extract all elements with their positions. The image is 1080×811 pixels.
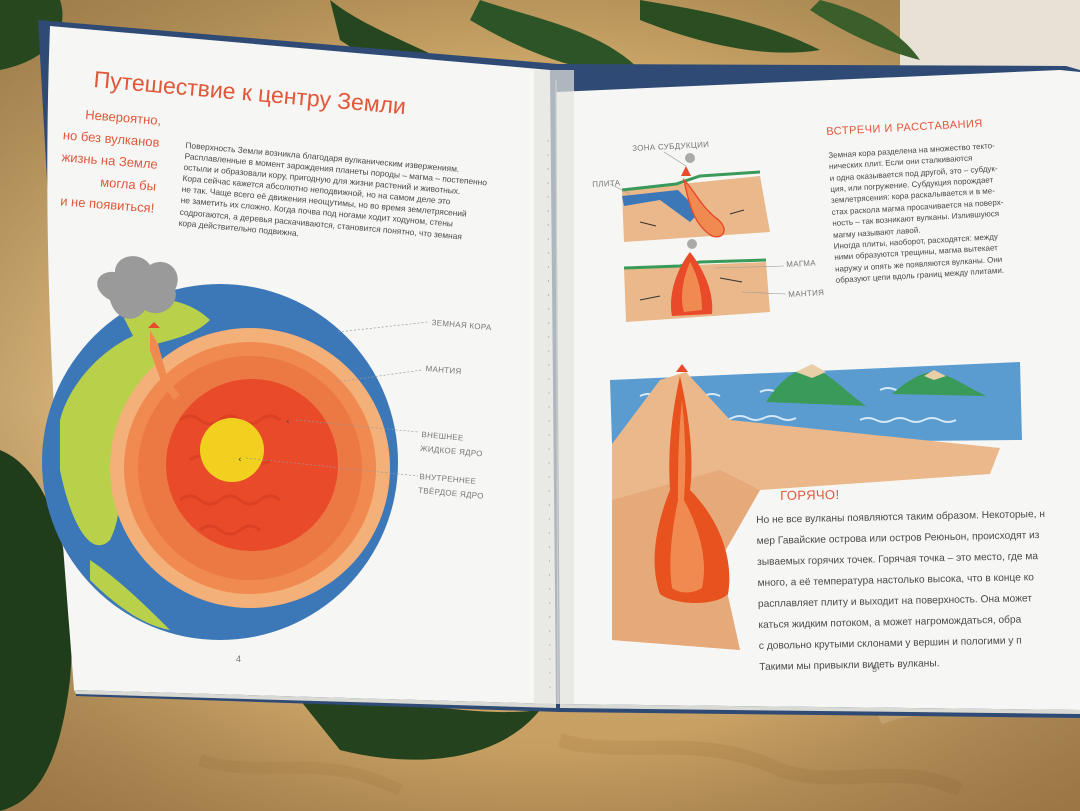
label-plate: ПЛИТА xyxy=(592,178,621,189)
leader-rift-mantle xyxy=(741,291,787,295)
page-number-left: 4 xyxy=(236,654,242,664)
leader-subduction xyxy=(663,151,687,167)
subduction-smoke xyxy=(685,153,695,163)
leader-mantle xyxy=(335,369,423,383)
section-text-meetings: Земная кора разделена на множество текто… xyxy=(828,140,1008,286)
leader-magma xyxy=(715,265,785,269)
label-magma: МАГМА xyxy=(786,258,817,269)
section-text-hot: Но не все вулканы появляются таким образ… xyxy=(756,504,1048,678)
island-peak xyxy=(924,370,946,380)
label-rift-mantle: МАНТИЯ xyxy=(788,288,825,299)
leader-inner-core xyxy=(245,457,419,477)
leader-crust xyxy=(337,321,429,333)
leaf xyxy=(0,450,72,811)
subduction-vent xyxy=(681,166,691,176)
leaf xyxy=(0,0,63,70)
page-edge xyxy=(74,690,556,708)
globe-land xyxy=(90,560,170,630)
subduction-magma xyxy=(682,177,725,238)
leaf xyxy=(300,697,540,760)
island xyxy=(766,368,866,406)
subduction-arrows xyxy=(639,209,745,227)
rift-smoke xyxy=(687,239,697,249)
volcano-smoke xyxy=(97,256,178,319)
volcano-lava xyxy=(148,322,160,328)
subduction-top xyxy=(621,170,761,192)
hotspot-plume-inner xyxy=(670,400,704,593)
globe-land xyxy=(60,330,159,546)
page-number-right: 5 xyxy=(872,664,878,674)
island-peak xyxy=(796,364,826,378)
section-title-hot: ГОРЯЧО! xyxy=(780,486,840,503)
volcano-vent xyxy=(150,330,180,400)
marker-arrow: ‹ xyxy=(286,417,290,427)
rift-arrows xyxy=(639,277,743,301)
subduction-plate xyxy=(622,190,700,222)
volcano-crater xyxy=(676,364,688,372)
island xyxy=(892,372,986,396)
gutter-line xyxy=(555,79,559,705)
leaf xyxy=(810,0,920,60)
leader-outer-core xyxy=(295,419,419,433)
page-edge xyxy=(560,704,1080,714)
leader-plate xyxy=(609,183,631,195)
leaf xyxy=(640,0,820,53)
gutter-shadow xyxy=(534,70,574,704)
leaf xyxy=(470,0,640,72)
rift-magma-inner xyxy=(682,262,702,312)
inner-core-layer xyxy=(200,418,264,482)
marker-arrow: ‹ xyxy=(238,455,242,465)
